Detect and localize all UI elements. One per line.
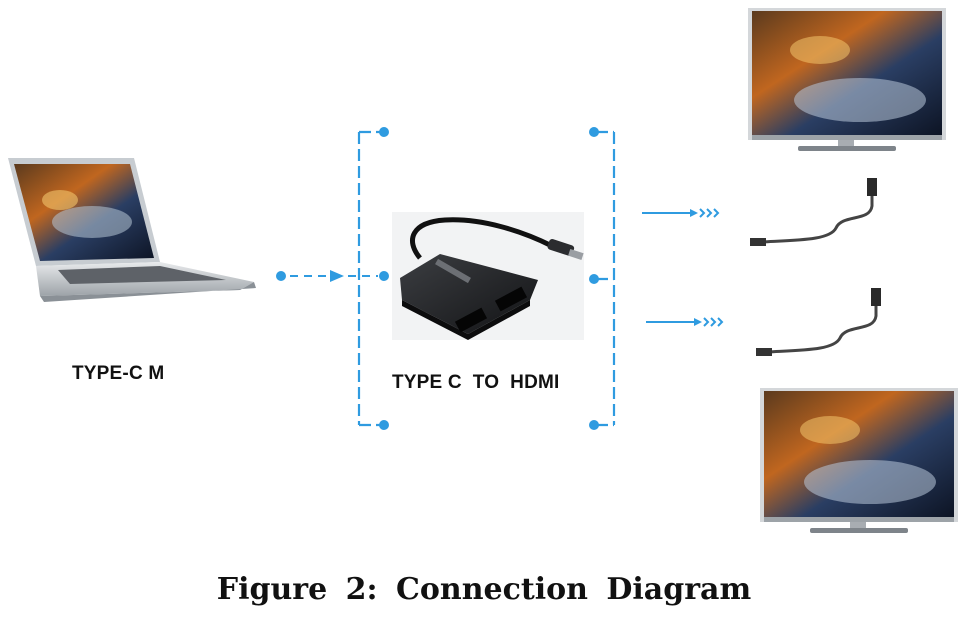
monitor-top-icon (748, 8, 946, 151)
input-arrow (276, 270, 389, 282)
source-label: TYPE-C M (72, 363, 165, 384)
output-arrow-top (642, 208, 720, 218)
monitor-bottom-icon (760, 388, 958, 533)
hdmi-cable-bottom (756, 288, 881, 356)
output-arrow-bottom (646, 317, 724, 327)
figure-caption: Figure 2: Connection Diagram (216, 572, 752, 607)
adapter-image (392, 212, 584, 340)
left-bracket (357, 130, 382, 427)
adapter-label: TYPE C TO HDMI (392, 372, 560, 393)
laptop-icon (8, 158, 256, 302)
hdmi-cable-top (750, 170, 948, 260)
